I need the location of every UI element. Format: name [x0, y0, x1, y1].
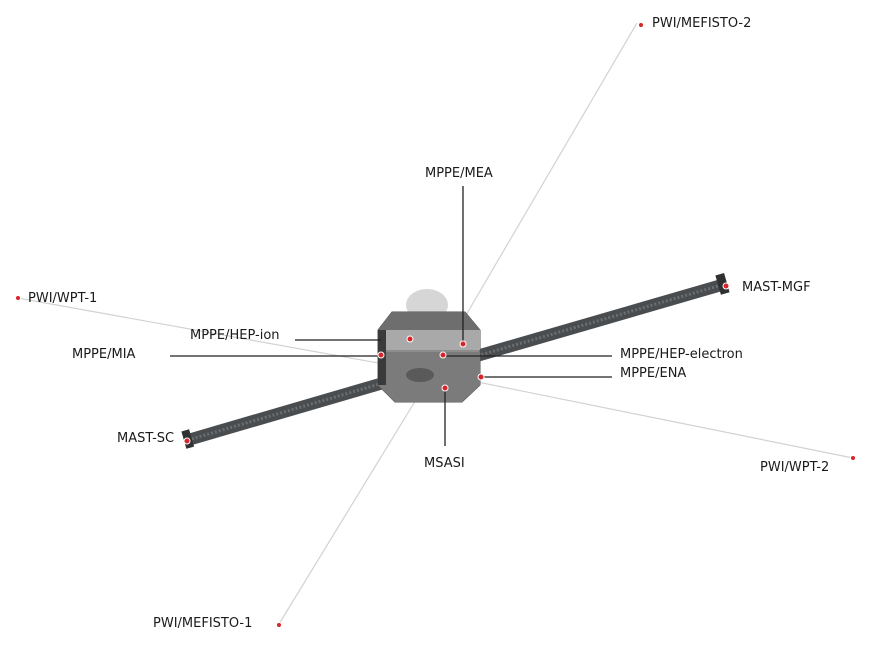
- leader-lines: [170, 186, 612, 446]
- marker-wpt-1: [15, 295, 21, 301]
- label-mia: MPPE/MIA: [72, 347, 136, 362]
- marker-mia: [377, 351, 385, 359]
- label-mast-sc: MAST-SC: [117, 431, 174, 446]
- label-msasi: MSASI: [424, 456, 465, 471]
- boom-texture: [187, 379, 391, 442]
- marker-hep-electron: [439, 351, 447, 359]
- label-mefisto-2: PWI/MEFISTO-2: [652, 16, 751, 31]
- label-mefisto-1: PWI/MEFISTO-1: [153, 616, 252, 631]
- label-wpt-2: PWI/WPT-2: [760, 460, 829, 475]
- marker-msasi: [441, 384, 449, 392]
- label-hep-electron: MPPE/HEP-electron: [620, 347, 743, 362]
- antenna-wpt-1: [17, 297, 429, 373]
- label-hep-ion: MPPE/HEP-ion: [190, 328, 280, 343]
- boom-texture: [469, 282, 726, 360]
- marker-wpt-2: [850, 455, 856, 461]
- antenna-mefisto-1: [278, 379, 429, 625]
- marker-mefisto-2: [638, 22, 644, 28]
- marker-mefisto-1: [276, 622, 282, 628]
- marker-mast-sc: [183, 437, 191, 445]
- instrument-markers: [15, 22, 856, 628]
- marker-mast-mgf: [722, 282, 730, 290]
- marker-mea: [459, 340, 467, 348]
- marker-ena: [477, 373, 485, 381]
- label-ena: MPPE/ENA: [620, 366, 686, 381]
- label-wpt-1: PWI/WPT-1: [28, 291, 97, 306]
- spacecraft-body: [377, 289, 481, 403]
- label-mea: MPPE/MEA: [425, 166, 493, 181]
- antenna-wpt-2: [427, 371, 854, 459]
- marker-hep-ion: [406, 335, 414, 343]
- label-mast-mgf: MAST-MGF: [742, 280, 811, 295]
